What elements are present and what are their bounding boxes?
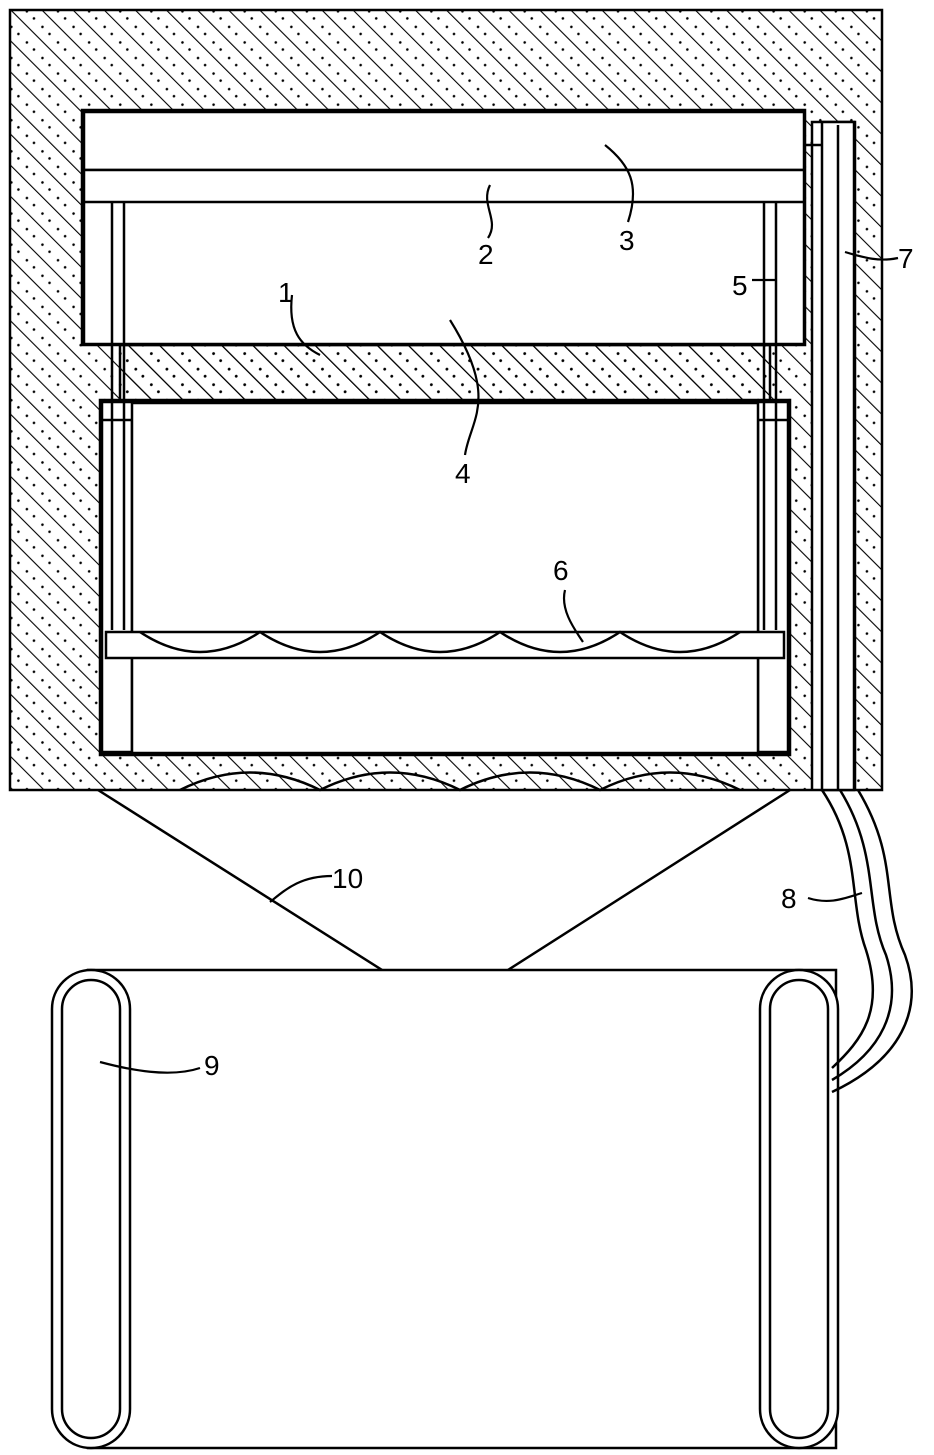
- left-roller-inner: [60, 978, 122, 1440]
- housing-wavy-underside: [179, 771, 741, 792]
- label-10: 10: [332, 863, 363, 894]
- hopper-left-wall: [97, 788, 383, 972]
- partition-part-1: [118, 343, 772, 405]
- leader-3: [604, 144, 635, 223]
- leader-7: [844, 250, 899, 261]
- conveyor-belt-area: [86, 968, 838, 1450]
- motor-housing-part-3: [82, 110, 806, 172]
- leader-9: [99, 1060, 201, 1074]
- right-roller-outer: [758, 968, 840, 1450]
- label-9: 9: [204, 1050, 220, 1081]
- pressing-chamber-part-4: [130, 401, 760, 755]
- label-5: 5: [732, 270, 748, 301]
- right-guide-wall: [756, 418, 790, 754]
- right-roller-inner: [768, 978, 830, 1440]
- label-1: 1: [278, 277, 294, 308]
- hose-part-8-mid: [831, 789, 894, 1082]
- leader-6: [562, 589, 584, 643]
- plate-part-2: [82, 168, 806, 204]
- label-7: 7: [898, 243, 914, 274]
- label-8: 8: [781, 883, 797, 914]
- label-6: 6: [553, 555, 569, 586]
- leader-4: [449, 319, 480, 456]
- press-plate-part-6: [104, 630, 786, 660]
- leader-10: [269, 874, 333, 903]
- left-roller-outer: [50, 968, 132, 1450]
- leader-1: [290, 294, 321, 356]
- leader-8: [807, 891, 863, 902]
- left-guide-wall: [100, 418, 134, 754]
- label-3: 3: [619, 225, 635, 256]
- leader-2: [486, 184, 494, 239]
- press-plate-wave: [139, 630, 741, 654]
- hose-part-8-outer: [831, 789, 913, 1094]
- label-2: 2: [478, 239, 494, 270]
- label-4: 4: [455, 458, 471, 489]
- hopper-right-wall: [507, 788, 791, 972]
- hose-part-8-inner: [820, 789, 875, 1069]
